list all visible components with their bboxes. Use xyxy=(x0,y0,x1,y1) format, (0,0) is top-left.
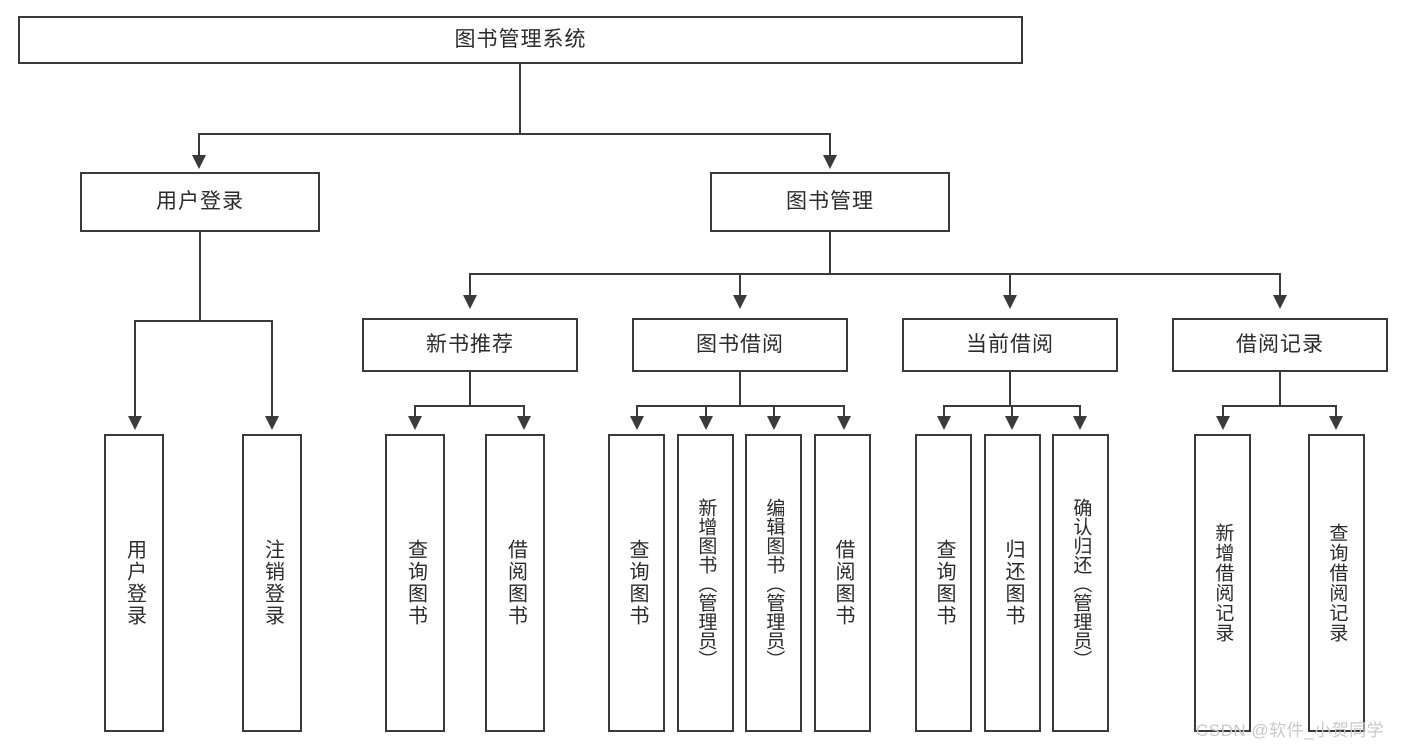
node-new-book-recommend[interactable]: 新书推荐 xyxy=(362,318,578,372)
leaf-label: 查询图书 xyxy=(626,539,648,627)
arrow-nbr-leaf-2 xyxy=(517,416,531,430)
edge-bm-drop-3 xyxy=(1009,273,1011,297)
edge-cb-stem xyxy=(1009,372,1011,406)
leaf-label: 查询借阅记录 xyxy=(1326,523,1348,643)
node-label: 当前借阅 xyxy=(966,333,1054,357)
edge-root-to-book-management xyxy=(829,133,831,157)
node-book-management[interactable]: 图书管理 xyxy=(710,172,950,232)
edge-bb-drop-2 xyxy=(705,405,707,418)
arrow-user-login-leaf-2 xyxy=(265,416,279,430)
arrow-bb-leaf-1 xyxy=(630,416,644,430)
edge-book-management-stem xyxy=(829,232,831,274)
arrow-cb-leaf-3 xyxy=(1073,416,1087,430)
leaf-label: 新增借阅记录 xyxy=(1212,523,1234,643)
edge-nbr-drop-2 xyxy=(523,405,525,418)
edge-br-drop-2 xyxy=(1335,405,1337,418)
leaf-label: 编辑图书（管理员） xyxy=(763,497,785,669)
edge-root-stem xyxy=(519,64,521,134)
leaf-label: 借阅图书 xyxy=(504,539,527,627)
edge-user-login-drop-2 xyxy=(271,320,273,418)
leaf-label: 新增图书（管理员） xyxy=(695,497,717,669)
node-user-login[interactable]: 用户登录 xyxy=(80,172,320,232)
node-current-borrow[interactable]: 当前借阅 xyxy=(902,318,1118,372)
arrow-nbr-leaf-1 xyxy=(408,416,422,430)
edge-book-management-bus xyxy=(469,273,1281,275)
arrow-bm-to-new-book-recommend xyxy=(463,295,477,309)
edge-bm-drop-1 xyxy=(469,273,471,297)
node-label: 借阅记录 xyxy=(1236,333,1324,357)
node-label: 新书推荐 xyxy=(426,333,514,357)
edge-bm-drop-2 xyxy=(739,273,741,297)
arrow-bm-to-borrow-record xyxy=(1273,295,1287,309)
arrow-bm-to-current-borrow xyxy=(1003,295,1017,309)
edge-nbr-bus xyxy=(414,405,525,407)
leaf-label: 注销登录 xyxy=(261,539,284,627)
leaf-current-borrow-confirm-return-admin[interactable]: 确认归还（管理员） xyxy=(1052,434,1109,732)
edge-cb-drop-1 xyxy=(943,405,945,418)
edge-nbr-drop-1 xyxy=(414,405,416,418)
leaf-user-login-logout[interactable]: 注销登录 xyxy=(242,434,302,732)
edge-br-bus xyxy=(1222,405,1337,407)
arrow-cb-leaf-1 xyxy=(937,416,951,430)
edge-bb-bus xyxy=(636,405,845,407)
node-book-borrow[interactable]: 图书借阅 xyxy=(632,318,848,372)
edge-root-bus xyxy=(198,133,831,135)
leaf-current-borrow-return-book[interactable]: 归还图书 xyxy=(984,434,1041,732)
edge-cb-drop-2 xyxy=(1011,405,1013,418)
arrow-bm-to-book-borrow xyxy=(733,295,747,309)
arrow-br-leaf-2 xyxy=(1329,416,1343,430)
edge-br-stem xyxy=(1279,372,1281,406)
node-label: 图书管理 xyxy=(786,190,874,214)
arrow-bb-leaf-4 xyxy=(837,416,851,430)
edge-root-to-user-login xyxy=(198,133,200,157)
node-root-book-management-system[interactable]: 图书管理系统 xyxy=(18,16,1023,64)
leaf-new-book-recommend-borrow-book[interactable]: 借阅图书 xyxy=(485,434,545,732)
node-borrow-record[interactable]: 借阅记录 xyxy=(1172,318,1388,372)
edge-user-login-stem xyxy=(199,232,201,322)
arrow-root-to-book-management xyxy=(823,155,837,169)
arrow-bb-leaf-2 xyxy=(699,416,713,430)
node-label: 图书借阅 xyxy=(696,333,784,357)
arrow-root-to-user-login xyxy=(192,155,206,169)
edge-nbr-stem xyxy=(469,372,471,406)
edge-br-drop-1 xyxy=(1222,405,1224,418)
node-label: 图书管理系统 xyxy=(454,28,587,52)
leaf-borrow-record-query-record[interactable]: 查询借阅记录 xyxy=(1308,434,1365,732)
node-label: 用户登录 xyxy=(156,190,244,214)
arrow-user-login-leaf-1 xyxy=(128,416,142,430)
leaf-user-login-login[interactable]: 用户登录 xyxy=(104,434,164,732)
edge-bb-drop-4 xyxy=(843,405,845,418)
leaf-label: 查询图书 xyxy=(933,539,955,627)
leaf-label: 归还图书 xyxy=(1002,539,1024,627)
leaf-book-borrow-add-book-admin[interactable]: 新增图书（管理员） xyxy=(677,434,734,732)
edge-bb-stem xyxy=(739,372,741,406)
leaf-new-book-recommend-query-book[interactable]: 查询图书 xyxy=(385,434,445,732)
leaf-label: 查询图书 xyxy=(404,539,427,627)
edge-cb-drop-3 xyxy=(1079,405,1081,418)
leaf-label: 借阅图书 xyxy=(832,539,854,627)
edge-user-login-bus xyxy=(134,320,273,322)
leaf-book-borrow-borrow-book[interactable]: 借阅图书 xyxy=(814,434,871,732)
leaf-book-borrow-edit-book-admin[interactable]: 编辑图书（管理员） xyxy=(745,434,802,732)
leaf-borrow-record-add-record[interactable]: 新增借阅记录 xyxy=(1194,434,1251,732)
leaf-current-borrow-query-book[interactable]: 查询图书 xyxy=(915,434,972,732)
arrow-cb-leaf-2 xyxy=(1005,416,1019,430)
edge-bb-drop-1 xyxy=(636,405,638,418)
edge-bb-drop-3 xyxy=(773,405,775,418)
leaf-label: 确认归还（管理员） xyxy=(1070,497,1092,669)
edge-bm-drop-4 xyxy=(1279,273,1281,297)
edge-user-login-drop-1 xyxy=(134,320,136,418)
arrow-br-leaf-1 xyxy=(1216,416,1230,430)
arrow-bb-leaf-3 xyxy=(767,416,781,430)
leaf-label: 用户登录 xyxy=(123,539,146,627)
leaf-book-borrow-query-book[interactable]: 查询图书 xyxy=(608,434,665,732)
